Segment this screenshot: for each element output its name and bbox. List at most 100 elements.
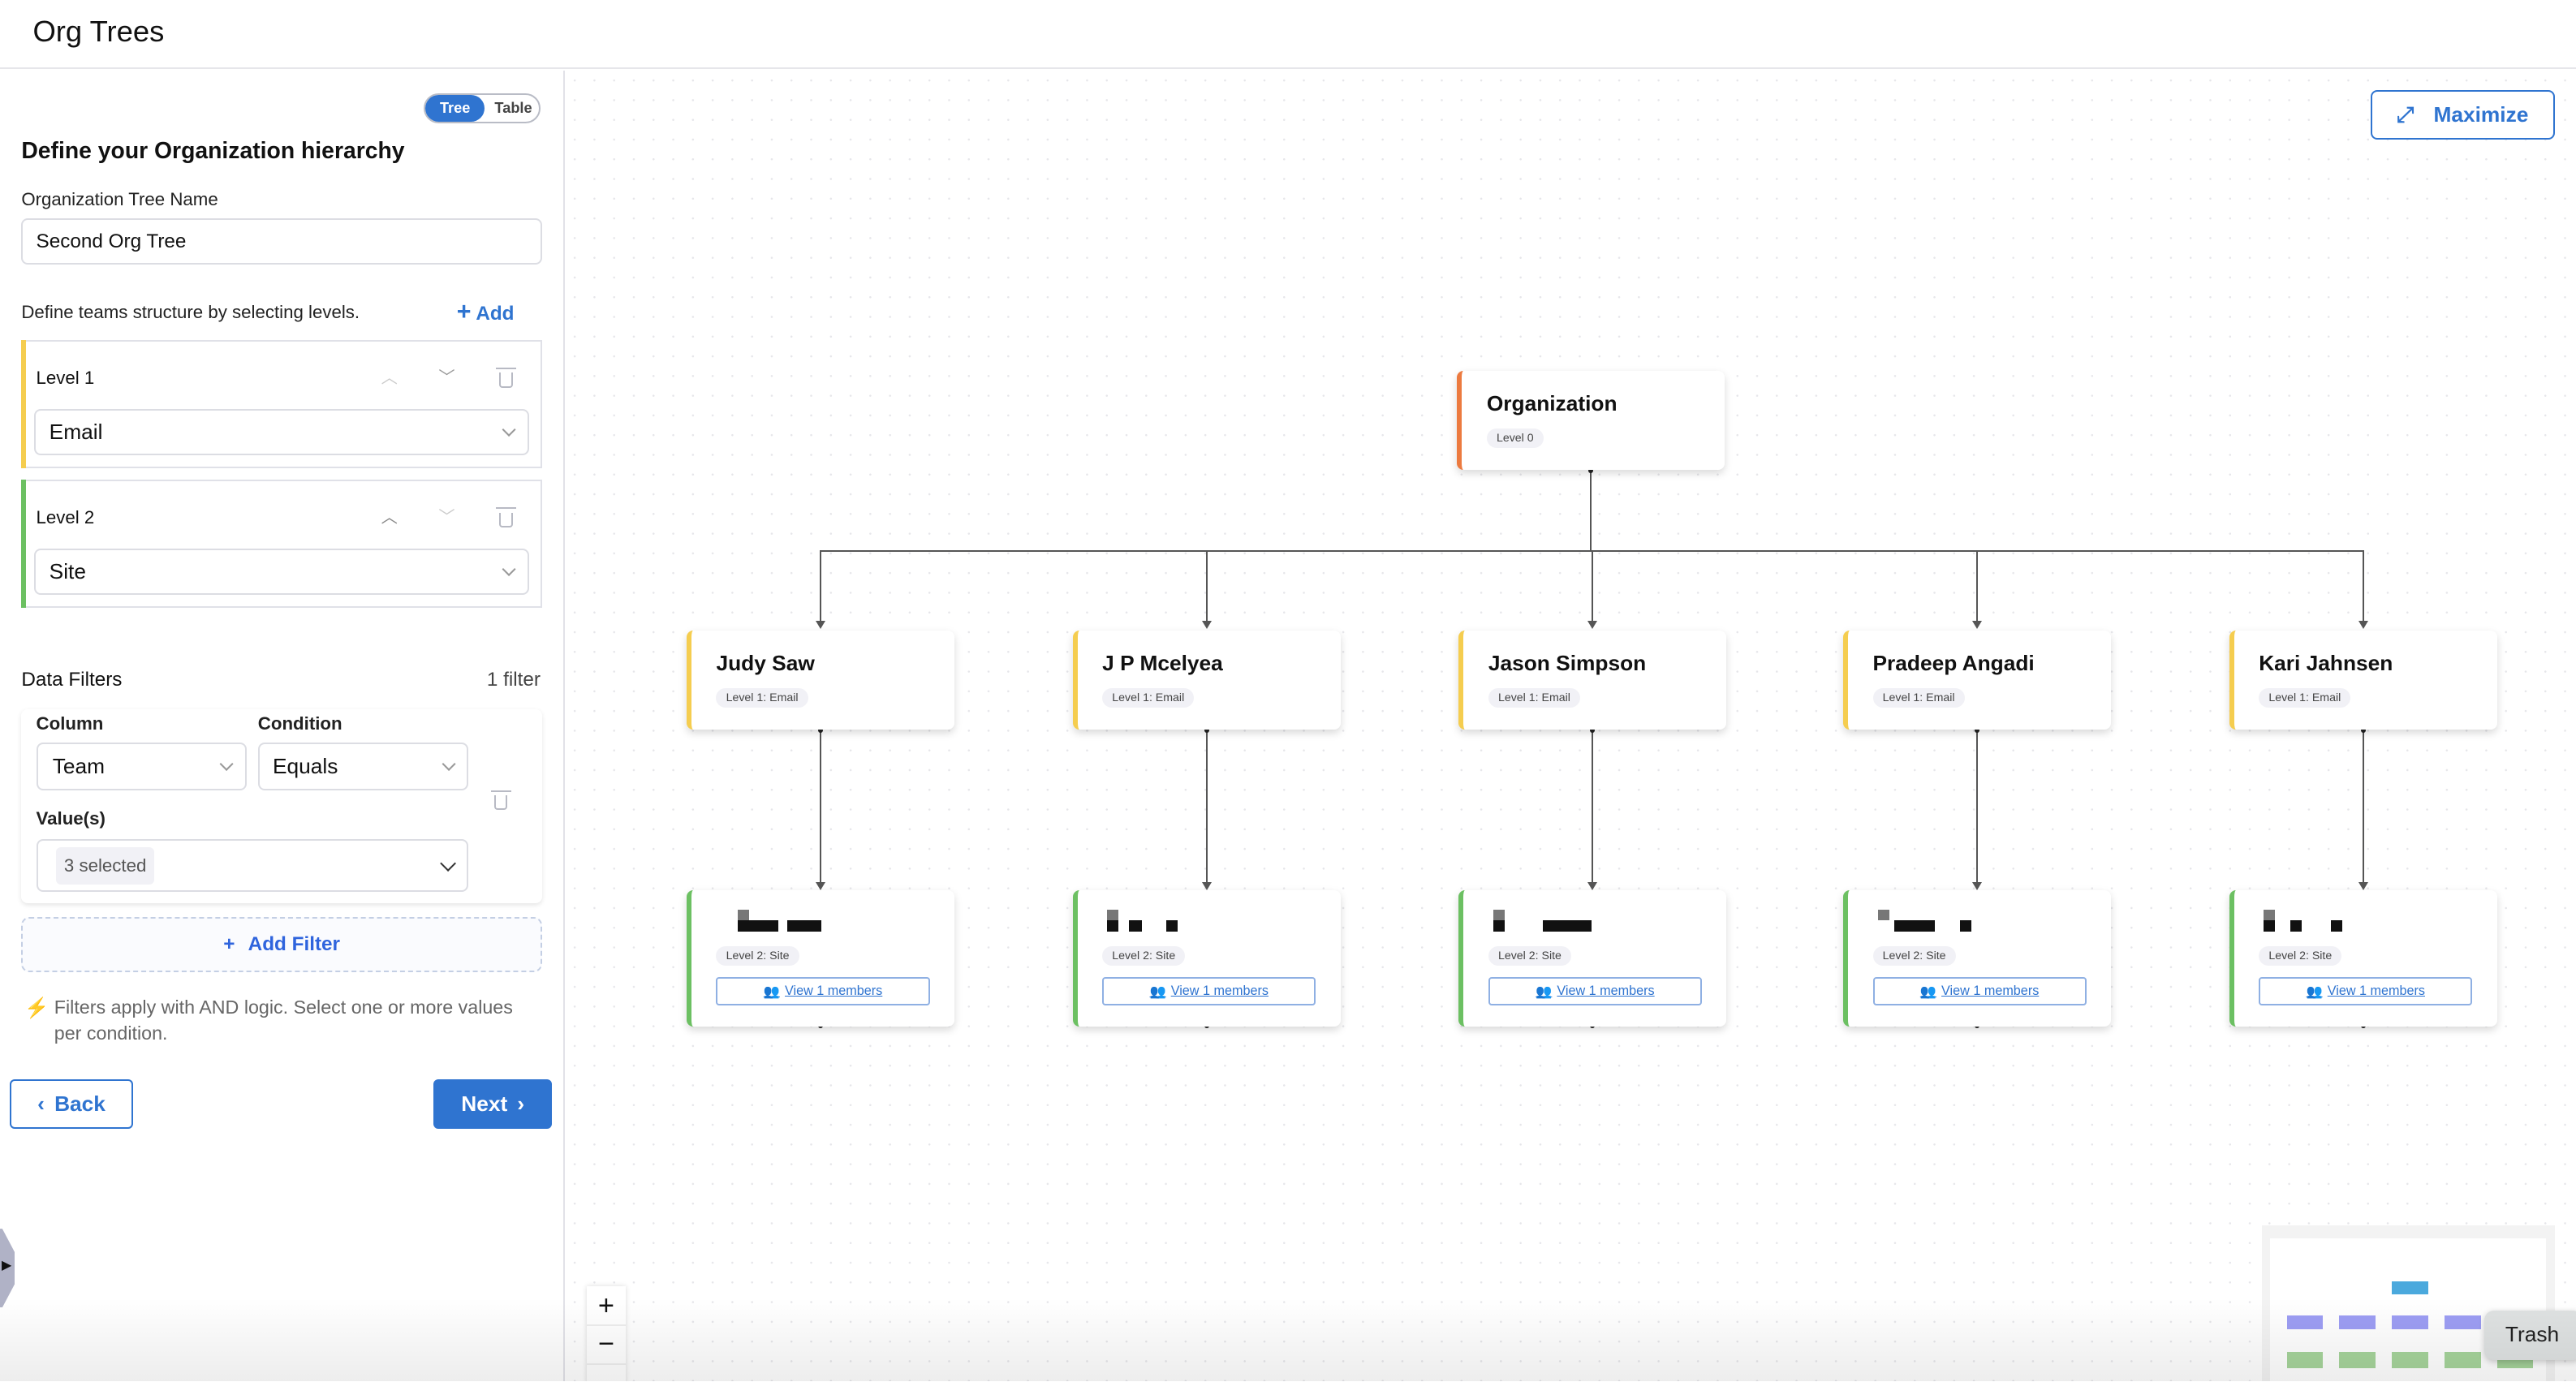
node-level2[interactable]: Level 2: Site👥View 1 members — [687, 890, 955, 1027]
level-chip: Level 1: Email — [1488, 688, 1581, 708]
arrow-icon — [1201, 881, 1212, 890]
users-icon: 👥 — [1149, 984, 1166, 999]
move-down-icon[interactable]: ﹀ — [438, 369, 455, 388]
connector-line — [1592, 550, 1594, 625]
maximize-label: Maximize — [2433, 102, 2529, 127]
view-members-label: View 1 members — [1557, 984, 1655, 999]
move-up-icon[interactable]: ︿ — [381, 509, 398, 527]
next-label: Next — [461, 1091, 508, 1116]
panel-collapse-handle[interactable]: ▶ — [0, 1229, 15, 1308]
handle-dot — [1204, 727, 1209, 733]
users-icon: 👥 — [2306, 984, 2323, 999]
column-label: Column — [36, 713, 104, 734]
add-level-button[interactable]: + Add — [457, 299, 515, 326]
level-label: Level 2 — [36, 507, 95, 528]
connector-line — [820, 729, 822, 886]
minimap-node — [2286, 1315, 2324, 1329]
view-members-label: View 1 members — [1941, 984, 2040, 999]
fit-view-button[interactable] — [587, 1365, 627, 1381]
chevron-down-icon — [502, 562, 517, 577]
tree-name-label: Organization Tree Name — [21, 188, 218, 209]
users-icon: 👥 — [1919, 984, 1936, 999]
column-select[interactable]: Team — [36, 742, 247, 790]
minimap-node — [2286, 1351, 2324, 1369]
level-chip: Level 1: Email — [1102, 688, 1195, 708]
level-select[interactable]: Site — [34, 549, 529, 595]
arrow-icon — [816, 621, 825, 630]
back-button[interactable]: ‹Back — [10, 1078, 133, 1129]
node-level2[interactable]: Level 2: Site👥View 1 members — [1843, 890, 2112, 1027]
level-chip: Level 2: Site — [1102, 945, 1186, 967]
view-members-label: View 1 members — [1170, 984, 1269, 999]
add-filter-button[interactable]: +Add Filter — [21, 916, 542, 973]
filters-note: Filters apply with AND logic. Select one… — [54, 996, 513, 1044]
node-level2[interactable]: Level 2: Site 👥 View 1 members — [1072, 890, 1341, 1027]
expand-icon: ⤢ — [2397, 101, 2414, 127]
level-color-bar — [21, 339, 27, 468]
back-label: Back — [54, 1091, 106, 1116]
filters-title: Data Filters — [21, 668, 123, 691]
maximize-button[interactable]: ⤢ Maximize — [2370, 90, 2555, 140]
view-members-button[interactable]: 👥 View 1 members — [716, 977, 930, 1005]
zoom-controls: + − — [586, 1285, 627, 1382]
arrow-icon — [1972, 881, 1983, 890]
tab-table[interactable]: Table — [494, 100, 532, 117]
connector-line — [1205, 550, 1208, 625]
node-level2[interactable]: Level 2: Site👥View 1 members — [2229, 890, 2497, 1027]
minimap-node — [2392, 1315, 2428, 1329]
view-members-button[interactable]: 👥 View 1 members — [1872, 977, 2087, 1005]
trash-icon[interactable] — [496, 368, 516, 388]
plus-icon: + — [456, 299, 472, 326]
view-members-button[interactable]: 👥View 1 members — [1488, 977, 1702, 1005]
caret-right-icon: ▶ — [2, 1257, 12, 1272]
next-button[interactable]: Next› — [433, 1078, 553, 1129]
level-chip: Level 0 — [1486, 428, 1544, 449]
view-members-button[interactable]: 👥 View 1 members — [2259, 977, 2473, 1005]
level-card-1: Level 1 ︿ ﹀ Email — [21, 339, 542, 468]
connector-line — [2362, 550, 2364, 625]
minimap[interactable] — [2262, 1225, 2555, 1382]
minimap-node — [2339, 1351, 2376, 1369]
add-filter-label: Add Filter — [248, 932, 340, 955]
move-down-icon[interactable]: ﹀ — [438, 509, 455, 527]
connector-line — [1592, 729, 1594, 886]
view-members-button[interactable]: 👥 View 1 members — [1102, 977, 1316, 1005]
connector-line — [820, 550, 822, 625]
node-level2[interactable]: Level 2: Site 👥View 1 members — [1458, 890, 1727, 1027]
level-select[interactable]: Email — [34, 408, 529, 455]
zoom-in-button[interactable]: + — [586, 1286, 627, 1326]
condition-select[interactable]: Equals — [257, 742, 468, 790]
arrow-icon — [1972, 621, 1983, 630]
move-up-icon[interactable]: ︿ — [381, 369, 398, 388]
minimap-node — [2392, 1351, 2428, 1369]
tab-tree[interactable]: Tree — [425, 95, 485, 122]
app-title: Org Trees — [32, 15, 165, 49]
view-members-label: View 1 members — [2327, 984, 2425, 999]
level-chip: Level 2: Site — [1488, 945, 1572, 967]
connector-line — [1976, 550, 1979, 625]
trash-icon[interactable] — [496, 507, 516, 527]
app-header: Org Trees — [0, 0, 2576, 70]
node-title: Jason Simpson — [1488, 650, 1647, 675]
view-toggle[interactable]: Tree Table — [424, 93, 541, 123]
level-label: Level 1 — [36, 368, 95, 389]
users-icon: 👥 — [763, 984, 780, 999]
level-color-bar — [21, 480, 27, 608]
selected-chip: 3 selected — [55, 846, 155, 885]
values-label: Value(s) — [36, 807, 106, 829]
tree-name-input[interactable]: Second Org Tree — [21, 218, 542, 265]
minimap-node — [2392, 1281, 2428, 1295]
condition-label: Condition — [257, 713, 342, 734]
chevron-down-icon — [439, 855, 456, 872]
values-select[interactable]: 3 selected — [36, 839, 468, 893]
level-chip: Level 1: Email — [1872, 688, 1965, 708]
delete-filter-icon[interactable] — [491, 790, 511, 810]
zoom-out-button[interactable]: − — [586, 1326, 627, 1366]
view-members-label: View 1 members — [785, 984, 883, 999]
